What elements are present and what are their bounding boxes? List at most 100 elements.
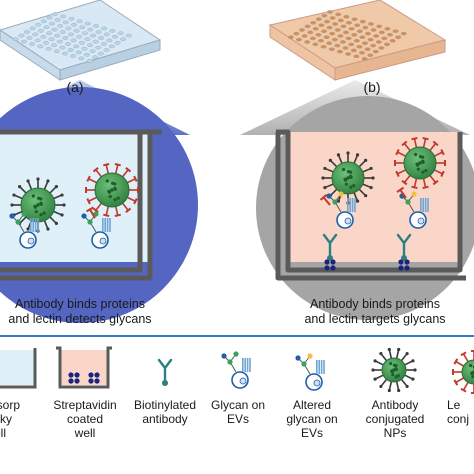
plate-well [312, 26, 319, 31]
plate-well [62, 20, 69, 25]
legend-label-maxisorp: isorp cky ell [0, 398, 24, 440]
plate-well [46, 15, 53, 20]
glycan-ev [81, 211, 111, 249]
plate-well [337, 49, 344, 54]
legend-text: Glycan on [210, 398, 266, 412]
lectin [86, 206, 96, 219]
plate-well [348, 26, 355, 31]
caption-b-line2: and lectin targets glycans [304, 312, 446, 326]
glycan-unit [21, 211, 27, 217]
glycan-unit [93, 211, 99, 217]
plate-well [76, 35, 83, 39]
plate-well [109, 28, 116, 33]
glycan-unit [338, 191, 344, 197]
plate-well [321, 13, 328, 18]
plate-well [67, 32, 74, 37]
plate-well [73, 28, 80, 33]
plate-well [51, 43, 58, 48]
plate-well [26, 36, 33, 40]
plate-well [315, 17, 322, 22]
plate-well [392, 29, 399, 34]
plate-well [45, 47, 52, 51]
plate-well [54, 33, 61, 38]
lectin-shape [396, 186, 407, 199]
legend-text: Altered [292, 398, 332, 412]
plate-well [18, 33, 25, 38]
legend-altered-glycan-icon [295, 353, 325, 391]
plate-well [64, 42, 71, 46]
plate-well [328, 47, 335, 52]
plate-well [83, 53, 90, 57]
plate-well [35, 22, 42, 27]
glycan-unit [301, 361, 307, 367]
plate-well [332, 22, 339, 26]
legend-text: Le [447, 398, 461, 412]
plate-well [100, 42, 107, 46]
streptavidin-unit [74, 372, 80, 378]
plate-well [351, 17, 358, 22]
plate-well [24, 30, 31, 34]
plate-well [103, 48, 110, 52]
plate-well [337, 34, 344, 38]
plate-well [334, 28, 341, 32]
plate-well [337, 18, 344, 23]
plate-well [378, 30, 385, 35]
plate-well [125, 33, 132, 38]
plate-well [86, 43, 93, 48]
plate-well [378, 46, 385, 50]
legend-label-streptavidin: Streptavidin coated well [50, 398, 120, 440]
plate-well [346, 20, 353, 25]
streptavidin-unit [74, 378, 80, 384]
plate-well [101, 26, 108, 31]
plate-well [43, 25, 50, 30]
plate-well [70, 38, 77, 43]
panel-a: (a) [0, 0, 198, 323]
plate-well [70, 54, 77, 58]
glycan-unit [87, 219, 93, 225]
plate-well [309, 36, 316, 41]
glycan-unit [227, 359, 233, 365]
legend-text: ell [0, 426, 7, 440]
plate-well [389, 39, 396, 43]
plate-well [343, 30, 350, 35]
streptavidin-unit [94, 378, 100, 384]
plate-well [343, 14, 350, 19]
plate-well [37, 28, 44, 33]
legend-text: isorp [0, 398, 21, 412]
plate-well [287, 35, 294, 40]
legend-text: Biotinylated [133, 398, 197, 412]
legend-text: coated [66, 412, 104, 426]
antibody-y [396, 233, 412, 257]
plate-well [73, 44, 80, 49]
plate-well [334, 43, 341, 48]
legend-text: glycan on [286, 412, 338, 426]
antibody-np [321, 151, 375, 205]
plate-well [62, 36, 69, 40]
plate-well [97, 51, 104, 56]
plate-well [40, 35, 47, 39]
plate-well [384, 42, 391, 47]
plate-well [327, 10, 334, 14]
plate-well [359, 19, 366, 24]
plate-well [356, 29, 363, 34]
plate-well [56, 39, 63, 44]
antibody-np [394, 136, 446, 190]
plate-well [52, 12, 59, 16]
streptavidin-unit [68, 378, 74, 384]
plate-well [318, 23, 325, 28]
plate-well [304, 24, 311, 29]
plate-well [53, 49, 60, 54]
plate-well [59, 30, 66, 34]
plate-well [395, 35, 402, 40]
glycan-unit [307, 353, 313, 359]
legend-label-np: Antibody conjugated NPs [360, 398, 430, 440]
plate-well [29, 26, 36, 31]
glycan-ev [9, 211, 39, 249]
antibody-y [322, 233, 338, 257]
plate-well [353, 54, 360, 59]
streptavidin-unit [330, 265, 336, 271]
streptavidin-unit [404, 265, 410, 271]
legend-text: NPs [383, 426, 407, 440]
plate-well [362, 41, 369, 46]
